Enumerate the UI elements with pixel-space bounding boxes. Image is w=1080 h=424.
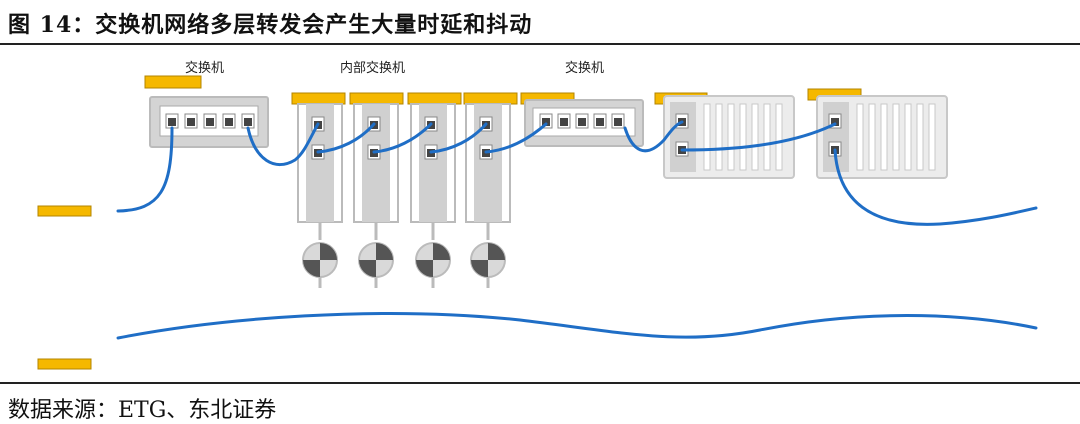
- cable: [484, 122, 548, 154]
- cable: [116, 312, 1038, 340]
- internal-switch-module: [410, 103, 456, 288]
- internal-switches-label: 内部交换机: [340, 60, 405, 76]
- cable: [246, 122, 320, 166]
- internal-switch-module: [297, 103, 343, 288]
- tag: [37, 358, 92, 370]
- cable: [833, 148, 1038, 226]
- right-switch-label: 交换机: [565, 60, 604, 76]
- cable: [316, 122, 376, 154]
- left-switch: [149, 96, 269, 148]
- tag: [407, 92, 462, 105]
- end-device: [816, 95, 948, 179]
- cable: [116, 126, 174, 213]
- internal-switch-modules: [297, 103, 511, 288]
- end-device: [663, 95, 795, 179]
- top-rule: [0, 43, 1080, 45]
- cable: [623, 120, 684, 153]
- tag: [349, 92, 404, 105]
- tag: [37, 205, 92, 217]
- left-switch-label: 交换机: [185, 60, 224, 76]
- tag: [144, 75, 202, 89]
- cable: [372, 122, 433, 154]
- right-switch: [524, 99, 644, 147]
- figure-source: 数据来源：ETG、东北证券: [8, 398, 277, 423]
- tag: [463, 92, 518, 105]
- cables: [116, 120, 1038, 340]
- figure-title: 图 14：交换机网络多层转发会产生大量时延和抖动: [8, 12, 533, 38]
- internal-switch-module: [465, 103, 511, 288]
- tag: [291, 92, 346, 105]
- internal-switch-module: [353, 103, 399, 288]
- bottom-rule: [0, 382, 1080, 384]
- cable: [429, 122, 488, 154]
- cable: [680, 122, 837, 152]
